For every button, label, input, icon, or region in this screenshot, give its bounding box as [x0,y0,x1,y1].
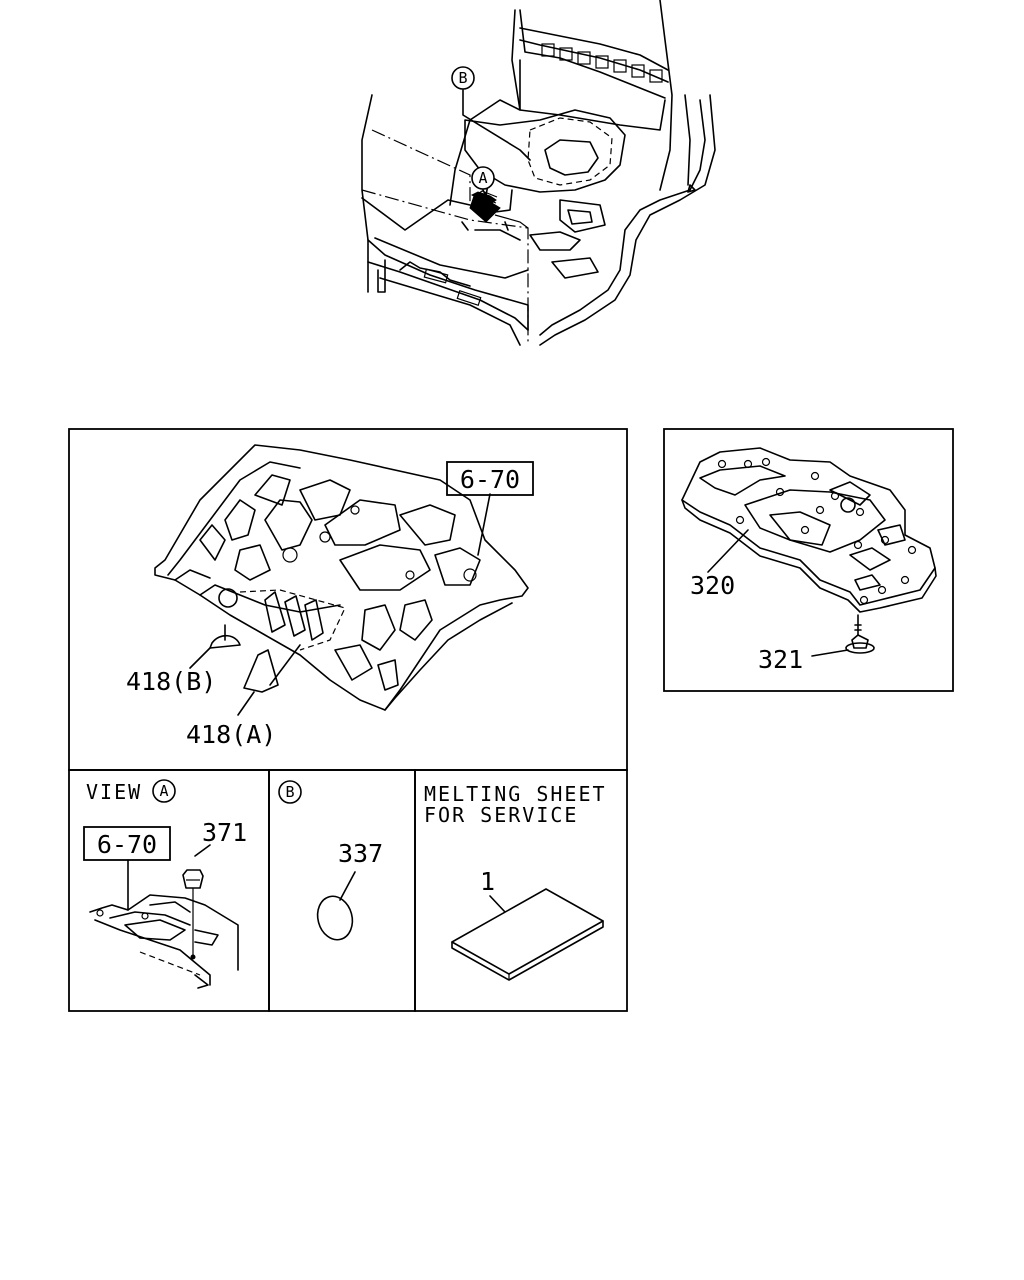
leader-418b [189,647,211,669]
part-418a-label[interactable]: 418(A) [186,720,276,749]
ref-box-label: 6-70 [460,465,520,494]
part-321-label[interactable]: 321 [758,645,803,674]
melting-sheet-title-line2: FOR SERVICE [424,803,578,827]
ref-box-label: 6-70 [97,830,157,859]
overview-callout-b[interactable]: B [451,66,475,90]
view-b-callout-circle [278,780,302,804]
cross-member-holes [541,43,663,83]
callout-a-letter: A [478,169,487,187]
plug-418b-shape [209,634,241,649]
view-a-callout-letter: A [159,782,168,800]
plug-418a-shape [243,649,279,693]
ref-box-frame [446,461,534,496]
leader-321 [811,649,849,657]
clip-371-drawing [182,869,204,960]
leader-320 [707,529,749,573]
part-320-label[interactable]: 320 [690,571,735,600]
view-a-callout[interactable]: A [152,779,176,803]
view-a-title: VIEW [86,780,142,804]
view-a-callout-circle [152,779,176,803]
ref-box-6-70-main[interactable]: 6-70 [446,461,534,496]
leader-part-1 [489,895,506,913]
part-418b-label[interactable]: 418(B) [126,667,216,696]
bolt-321-drawing [845,614,875,654]
melting-sheet-drawing [451,888,604,981]
cover-320-drawing [681,447,937,613]
view-b-callout-letter: B [285,783,294,801]
plug-337-shape [316,895,354,941]
view-a-floor-drawing [89,859,239,989]
part-337-label[interactable]: 337 [338,839,383,868]
part-371-label[interactable]: 371 [202,818,247,847]
callout-b-circle [451,66,475,90]
leader-337 [339,871,356,901]
plug-418a-upper-leader [269,644,301,686]
ref-box-6-70-view-a[interactable]: 6-70 [83,826,171,861]
melting-sheet-title-line1: MELTING SHEET [424,782,607,806]
view-b-panel-frame [268,769,416,1012]
vehicle-overview-drawing [361,0,716,346]
callout-b-letter: B [458,69,467,87]
melting-sheet-panel-frame [414,769,628,1012]
leader-418a [237,691,255,716]
leader-371 [194,844,211,857]
view-b-callout[interactable]: B [278,780,302,804]
view-a-panel-frame [68,769,270,1012]
overview-callout-a[interactable]: A [471,166,495,190]
floor-pan-drawing [154,444,529,711]
cover-bolt-holes [717,457,917,605]
ref-box-frame [83,826,171,861]
main-panel-frame [68,428,628,771]
leader-6-70 [477,493,491,556]
part-1-label[interactable]: 1 [480,867,495,896]
callout-a-circle [471,166,495,190]
cover-panel-frame [663,428,954,692]
